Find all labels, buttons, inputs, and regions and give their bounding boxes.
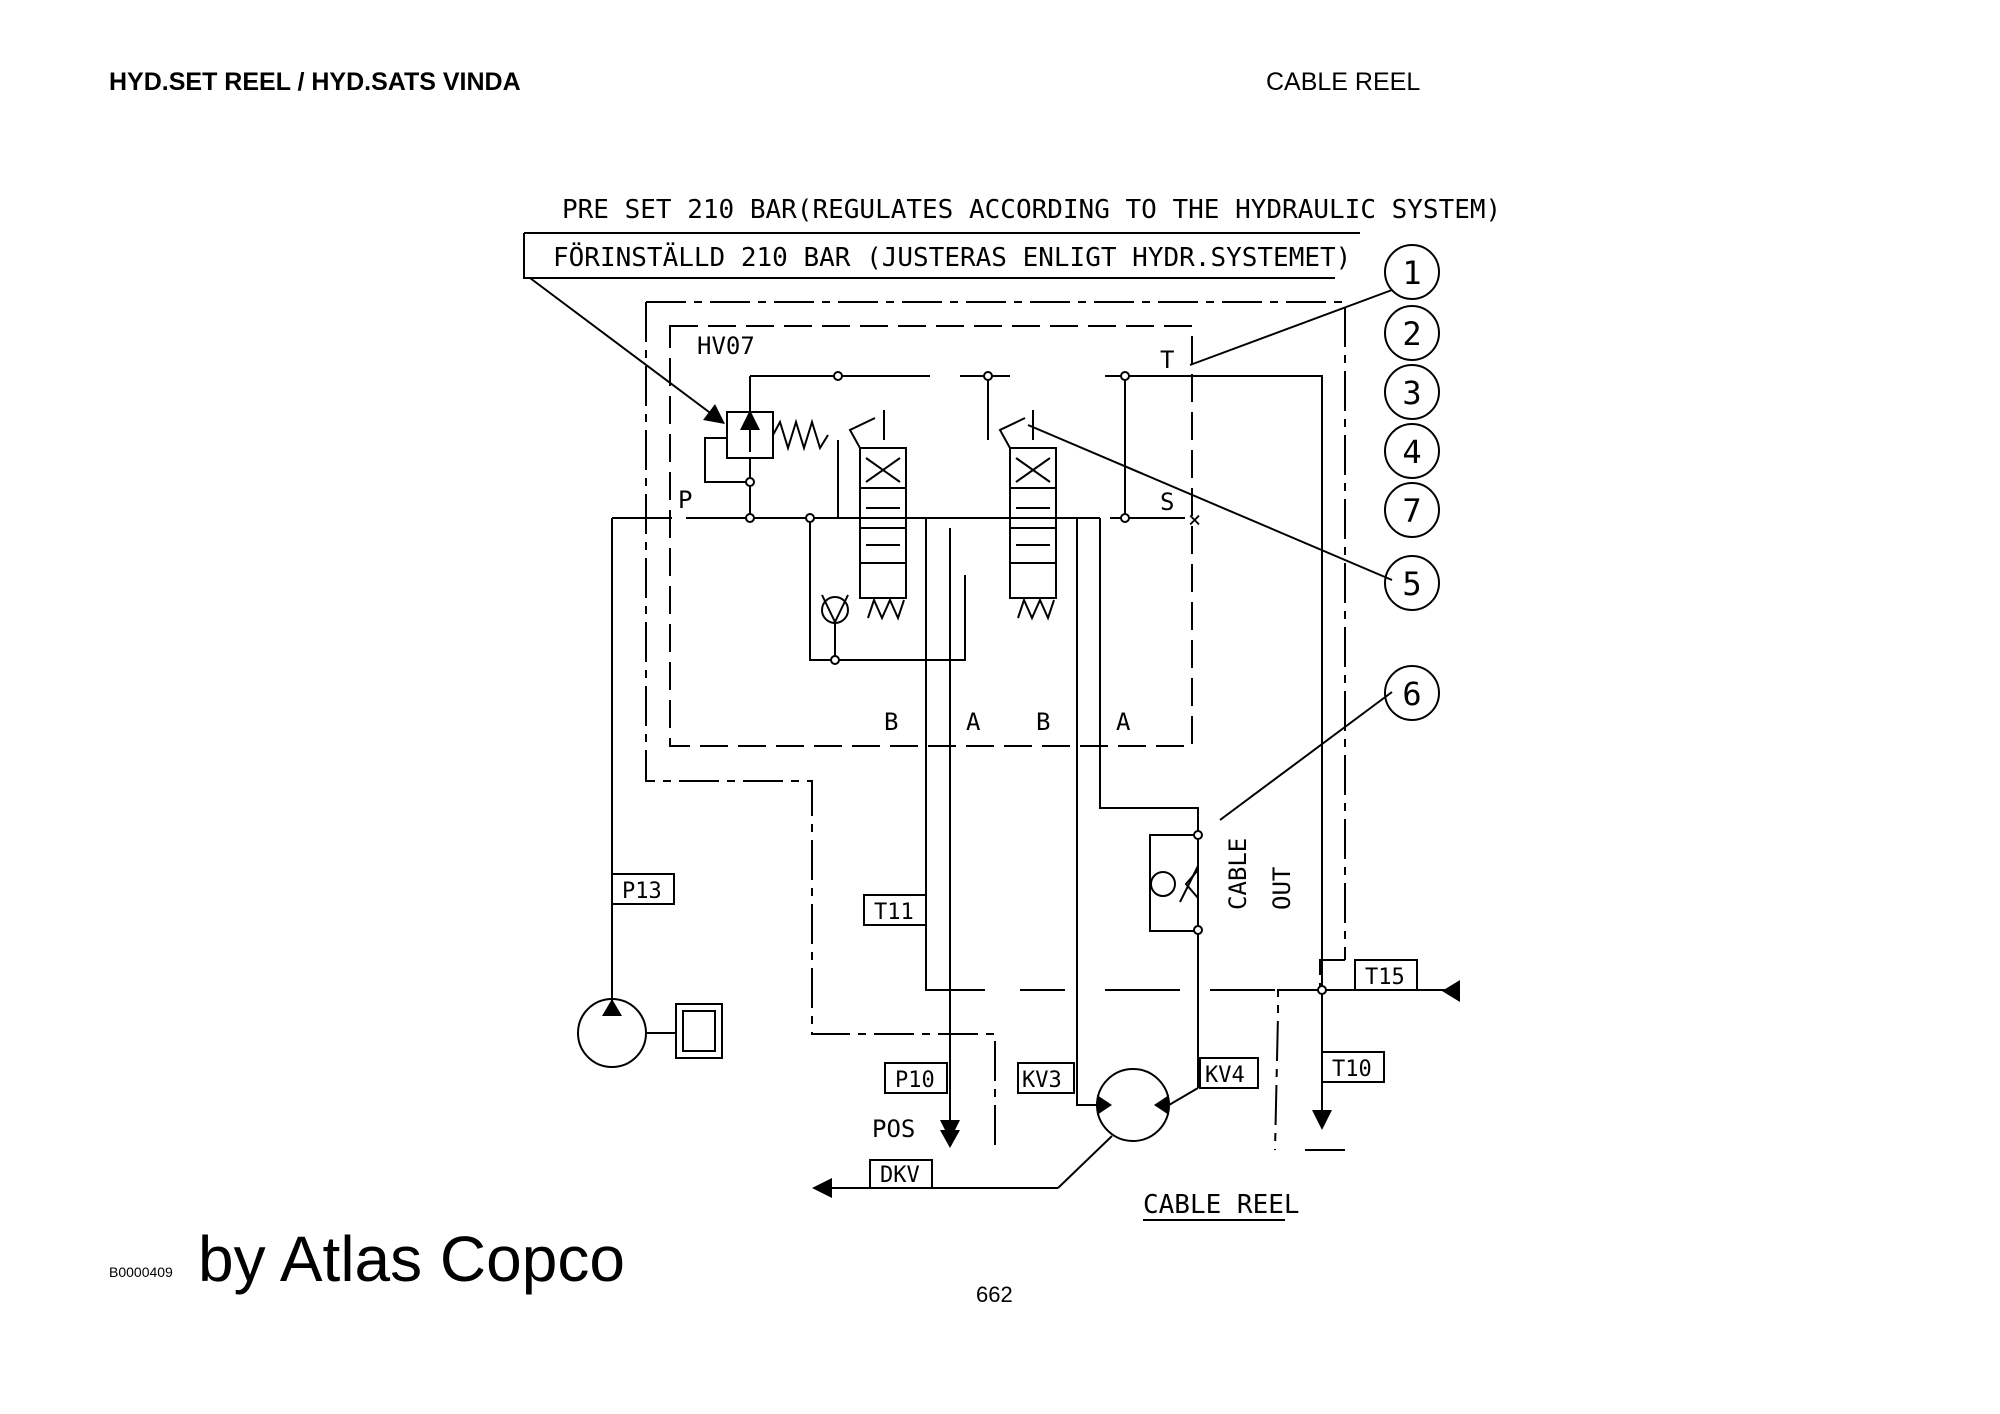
document-title: HYD.SET REEL / HYD.SATS VINDA [109,68,521,96]
connector-p13: P13 [622,879,662,904]
connector-kv4: KV4 [1205,1063,1245,1088]
port-p: P [678,486,692,514]
callout-5: 5 [1384,555,1440,611]
svg-text:2: 2 [1402,315,1421,353]
motor-left-arrow-icon [1097,1095,1112,1115]
credit-text: by Atlas Copco [198,1223,625,1295]
connector-t11: T11 [874,900,914,925]
svg-text:7: 7 [1402,492,1421,530]
preset-note-sv: FÖRINSTÄLLD 210 BAR (JUSTERAS ENLIGT HYD… [553,241,1351,273]
plug-mark: × [1188,508,1201,533]
leader-callout-6 [1219,691,1393,821]
leader-to-relief-valve [529,277,726,424]
label-out: OUT [1268,867,1296,910]
port-b-1: B [884,708,898,736]
label-cable: CABLE [1224,838,1252,910]
valve-block-label: HV07 [697,332,755,360]
p10-arrow-icon [940,1130,960,1148]
connector-p10-box [884,1062,948,1094]
svg-text:5: 5 [1402,565,1421,603]
preset-note-en: PRE SET 210 BAR(REGULATES ACCORDING TO T… [562,195,1501,225]
directional-valve-1 [837,410,907,621]
port-t: T [1160,346,1174,374]
connector-t10-box [1321,1051,1385,1083]
outer-boundary-left [645,302,996,1150]
page-number: 662 [976,1282,1013,1307]
connector-t10: T10 [1332,1057,1372,1082]
connector-p10: P10 [895,1068,935,1093]
port-s: S [1160,488,1174,516]
leader-callout-1 [1189,289,1393,366]
svg-text:6: 6 [1402,675,1421,713]
callout-7: 7 [1384,482,1440,538]
flow-check-icon [1150,871,1176,897]
label-pos: POS [872,1115,915,1143]
outer-boundary-top [646,301,1346,960]
return-line-main [1105,375,1323,1110]
connector-t15-box [1354,959,1418,991]
port-a-1: A [966,708,981,736]
svg-text:3: 3 [1402,374,1421,412]
connector-dkv: DKV [880,1163,920,1188]
section-title: CABLE REEL [1266,68,1421,96]
callout-6: 6 [1384,665,1440,721]
directional-valve-2 [987,376,1057,621]
label-cable-reel: CABLE REEL [1143,1190,1300,1220]
connector-p13-box [611,873,675,905]
drawing-code: B0000409 [109,1264,173,1280]
svg-text:1: 1 [1402,254,1421,292]
callout-2: 2 [1384,305,1440,361]
connector-t11-box [863,894,927,926]
motor-right-arrow-icon [1154,1095,1169,1115]
pump-direction-icon [602,999,622,1016]
connector-kv3: KV3 [1022,1068,1062,1093]
junction-dots [745,371,1327,995]
port-b-2: B [1036,708,1050,736]
pilot-line [704,437,750,483]
motor-box [675,1003,723,1059]
callout-1: 1 [1384,244,1440,300]
connector-t15: T15 [1365,965,1405,990]
flow-control-valve [1149,834,1199,932]
t15-arrow-icon [1442,980,1460,1002]
port-a-2: A [1116,708,1131,736]
dkv-arrow-icon [812,1178,832,1198]
check-valve-line [809,518,966,661]
relief-spring [772,418,829,452]
connector-kv4-box [1199,1057,1259,1089]
callout-3: 3 [1384,364,1440,420]
callout-4: 4 [1384,423,1440,479]
line-a2 [1099,518,1199,1088]
leader-callout-5 [1027,424,1393,581]
note-frame [523,233,1335,279]
svg-text:4: 4 [1402,433,1421,471]
connector-kv3-box [1017,1062,1075,1094]
valve-block-frame [669,325,1193,747]
outer-boundary-right [1274,959,1345,1151]
